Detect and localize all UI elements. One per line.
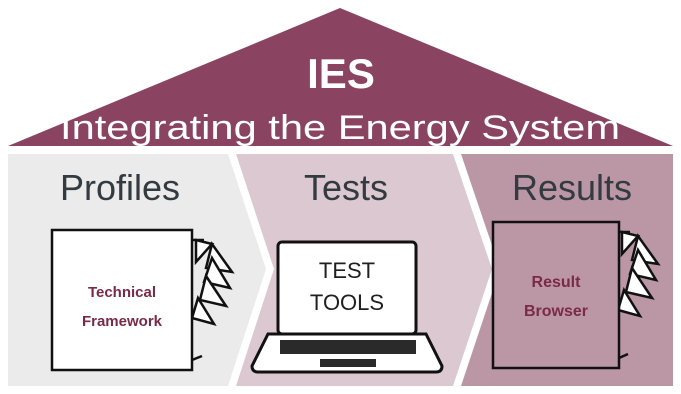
roof-shape bbox=[8, 8, 673, 146]
tests-label-line-2: TOOLS bbox=[310, 290, 384, 315]
tests-column: Tests TEST TOOLS bbox=[250, 167, 444, 374]
laptop-icon bbox=[250, 240, 444, 374]
document-stack-icon bbox=[491, 220, 661, 370]
results-label-line-2: Browser bbox=[524, 303, 588, 320]
results-title: Results bbox=[512, 167, 632, 208]
profiles-column: Profiles Technical Framework bbox=[50, 167, 235, 372]
results-label-line-1: Result bbox=[532, 274, 582, 291]
laptop-screen bbox=[276, 240, 418, 336]
laptop-keyboard bbox=[280, 340, 416, 354]
profiles-label-line-2: Framework bbox=[82, 313, 163, 330]
results-column: Results Result Browser bbox=[491, 167, 661, 370]
profiles-label-line-1: Technical bbox=[88, 284, 156, 301]
roof-title: IES bbox=[307, 50, 375, 97]
document-stack-icon bbox=[50, 228, 235, 372]
laptop-trackpad bbox=[320, 359, 376, 367]
roof: IES Integrating the Energy System bbox=[8, 8, 673, 147]
profiles-title: Profiles bbox=[60, 167, 180, 208]
roof-subtitle: Integrating the Energy System bbox=[60, 109, 620, 147]
tests-title: Tests bbox=[304, 167, 388, 208]
tests-label-line-1: TEST bbox=[319, 258, 375, 283]
